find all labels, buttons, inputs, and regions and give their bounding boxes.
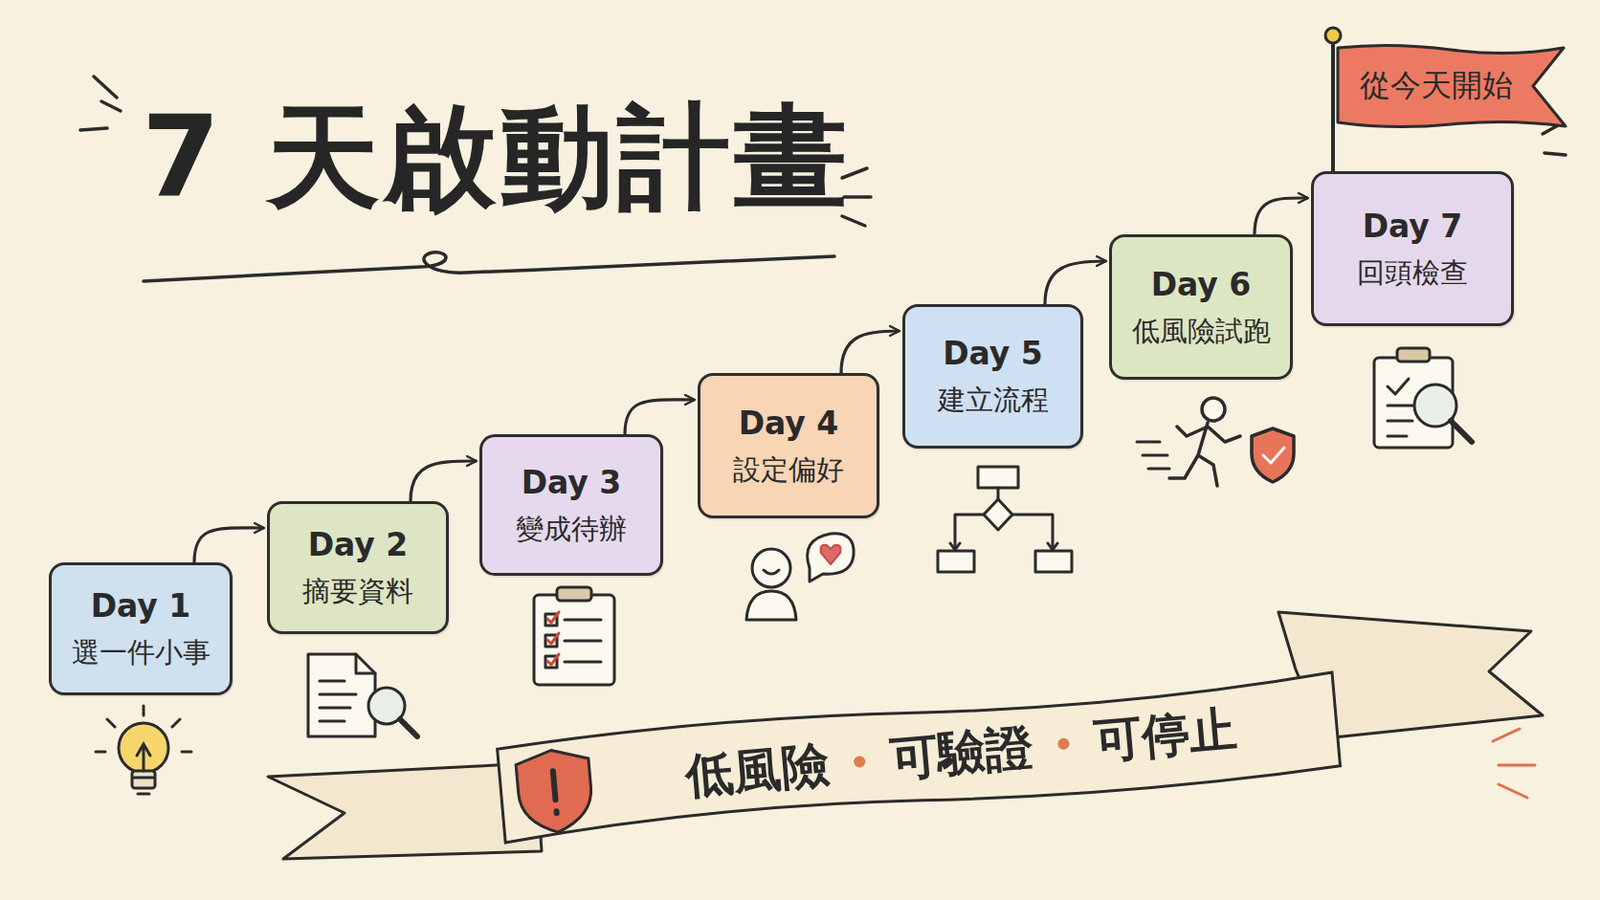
clipboard-icon (533, 587, 615, 686)
lightbulb-icon (95, 706, 192, 795)
step-box: Day 3 變成待辦 (479, 434, 664, 577)
step-arrow (1044, 261, 1106, 305)
flag-outline (1337, 44, 1566, 127)
principle-text: 可驗證 (887, 714, 1036, 792)
day-label: Day 4 (738, 403, 840, 445)
step-box: Day 7 回頭檢查 (1311, 171, 1514, 327)
step-arrow (841, 331, 899, 374)
clipboard-magnifier-icon (1374, 348, 1472, 448)
step-text: 設定偏好 (733, 452, 845, 489)
flag-banner: 從今天開始 (1335, 42, 1570, 131)
principle-text: 低風險 (683, 733, 832, 810)
principle-text: 可停止 (1090, 697, 1240, 775)
step-box: Day 4 設定偏好 (697, 373, 880, 519)
flowchart-icon (937, 466, 1072, 573)
day-label: Day 3 (521, 463, 623, 505)
step-box: Day 2 摘要資料 (266, 501, 449, 635)
step-arrow (1254, 198, 1308, 235)
step-text: 選一件小事 (71, 635, 211, 672)
ribbon-outline (496, 669, 1341, 845)
step-text: 回頭檢查 (1356, 255, 1468, 292)
day-label: Day 6 (1151, 265, 1252, 307)
person-heart-icon (746, 533, 854, 621)
step-text: 建立流程 (937, 382, 1049, 420)
shield-exclamation (553, 771, 557, 814)
step-arrow (410, 461, 476, 502)
ribbon-banner: 低風險可驗證可停止 (494, 666, 1343, 847)
title-underline (143, 252, 835, 282)
runner-shield-icon (1136, 398, 1294, 487)
day-label: Day 1 (90, 586, 192, 628)
step-text: 變成待辦 (515, 511, 627, 549)
diagram-title: 7 天啟動計畫 (141, 95, 851, 221)
ribbon-tick (1492, 729, 1535, 799)
step-box: Day 5 建立流程 (902, 304, 1084, 449)
warning-shield (514, 747, 595, 836)
step-text: 摘要資料 (302, 574, 414, 611)
title-tick (80, 76, 121, 131)
day-label: Day 2 (308, 525, 409, 567)
step-text: 低風險試跑 (1132, 313, 1271, 351)
flag-tick (1542, 124, 1566, 156)
day-label: Day 5 (942, 333, 1044, 376)
flag-text: 從今天開始 (1359, 65, 1513, 108)
step-box: Day 1 選一件小事 (48, 562, 233, 696)
step-arrow (194, 528, 264, 563)
day-label: Day 7 (1362, 206, 1464, 248)
step-arrow (624, 400, 694, 435)
flag-pole (1331, 42, 1335, 175)
step-box: Day 6 低風險試跑 (1109, 234, 1293, 380)
flag-pole-knob (1325, 27, 1341, 44)
document-magnifier-icon (308, 654, 418, 737)
